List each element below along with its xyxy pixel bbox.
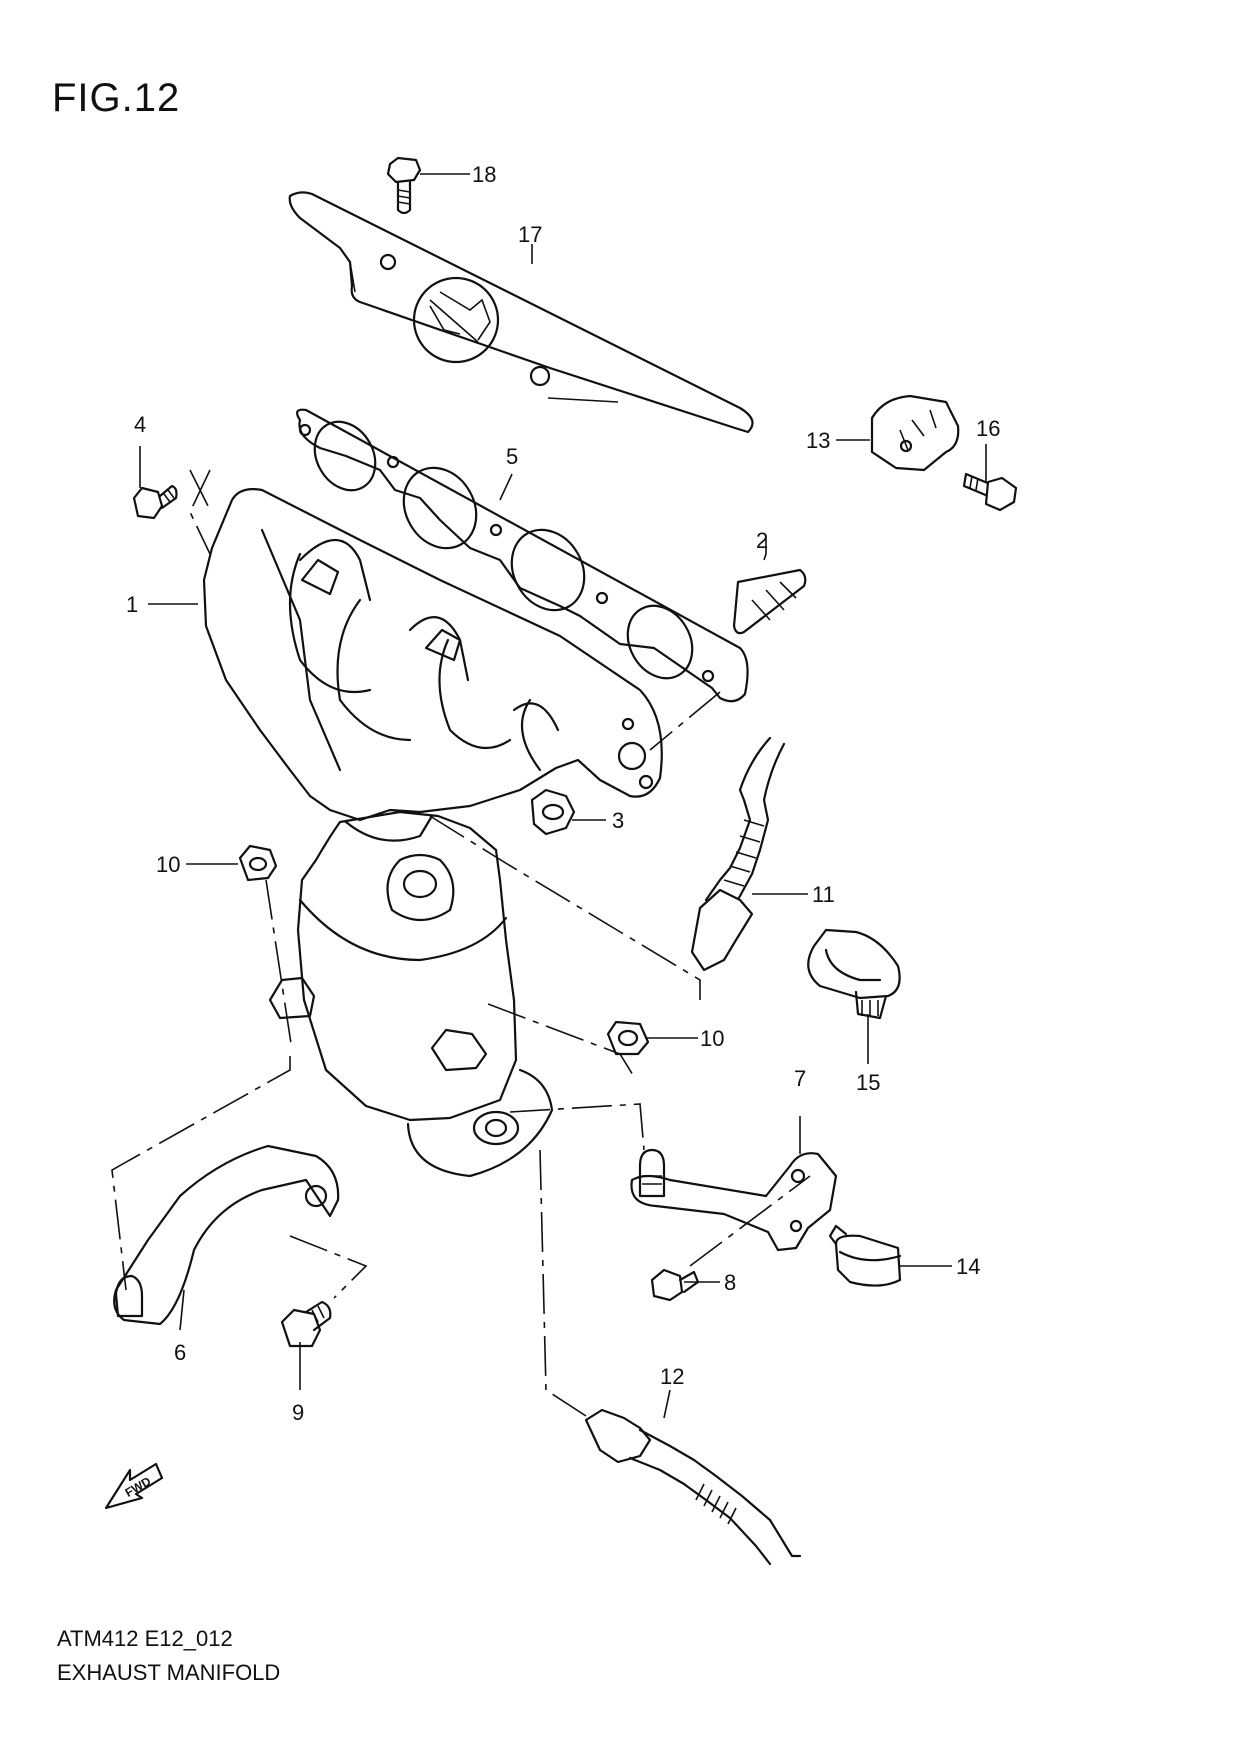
part-clamp-14 [828,1224,902,1287]
part-oxygen-sensor-lower [584,1408,802,1566]
part-bolt-9 [280,1300,332,1348]
leader-lines [139,173,987,1419]
callout-16: 16 [976,416,1000,441]
callout-10-upper: 10 [156,852,180,877]
callout-3: 3 [612,808,624,833]
part-oxygen-sensor-upper [690,736,786,972]
part-catalytic-converter [268,810,554,1178]
callout-9: 9 [292,1400,304,1425]
fwd-arrow-icon: FWD [104,1462,164,1510]
callout-18: 18 [472,162,496,187]
part-manifold-gasket [296,408,749,703]
callout-7: 7 [794,1066,806,1091]
callout-5: 5 [506,444,518,469]
callout-1: 1 [126,592,138,617]
callout-17: 17 [518,222,542,247]
figure-title: FIG.12 [52,76,181,120]
connection-lines [111,469,811,1417]
figure-code: ATM412 E12_012 [57,1626,233,1651]
callout-12: 12 [660,1364,684,1389]
callout-4: 4 [134,412,146,437]
part-nut-10-lower [606,1020,650,1056]
part-bracket-13 [870,394,960,472]
callout-14: 14 [956,1254,980,1279]
callouts: 18 17 5 2 1 4 3 10 11 13 16 15 10 7 14 8… [126,162,1000,1425]
part-clamp-15 [807,928,901,1020]
part-bracket-6 [113,1144,340,1326]
part-bolt-18 [386,156,422,215]
callout-2: 2 [756,528,768,553]
part-heat-shield [288,191,754,434]
part-stud [732,568,807,635]
callout-13: 13 [806,428,830,453]
part-bracket-7 [630,1148,838,1252]
part-bolt-8 [650,1268,700,1302]
part-bolt-16 [962,472,1018,512]
callout-11: 11 [812,882,835,907]
callout-15: 15 [856,1070,880,1095]
callout-8: 8 [724,1270,736,1295]
figure-name: EXHAUST MANIFOLD [57,1660,281,1685]
callout-10-lower: 10 [700,1026,724,1051]
part-exhaust-manifold [202,488,663,822]
part-nut-10-upper [238,844,278,882]
part-bolt-4 [132,484,178,520]
part-nut-3 [530,788,576,836]
callout-6: 6 [174,1340,186,1365]
